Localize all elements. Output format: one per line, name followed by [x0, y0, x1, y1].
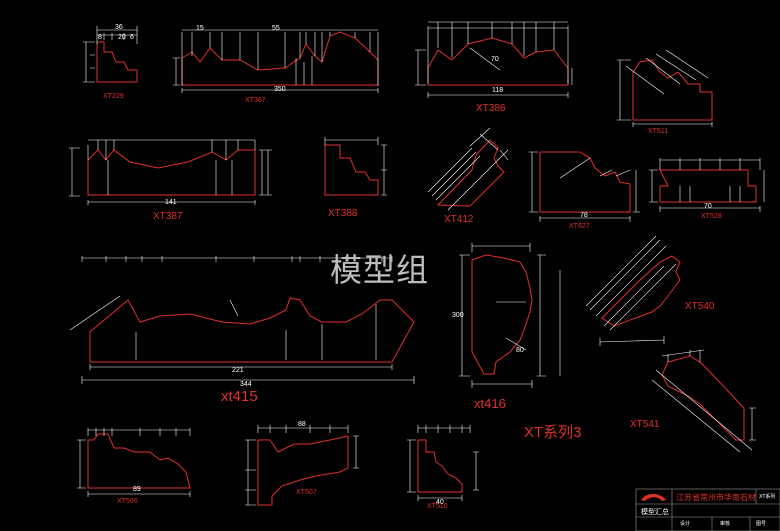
- profile-xt387: [69, 139, 272, 205]
- label-xt388: XT388: [328, 208, 358, 219]
- label-xt627: XT627: [569, 223, 590, 230]
- title-row1: 模型汇总: [641, 508, 669, 516]
- title-sheet-code: XT系列: [759, 494, 776, 500]
- dim-416-b: 80: [516, 347, 524, 354]
- label-xt386: XT386: [476, 103, 506, 114]
- title-row2-design: 设计: [680, 521, 691, 527]
- watermark: 模型组: [330, 251, 430, 289]
- label-xt511: XT511: [648, 128, 669, 135]
- dim-386-bottom: 118: [492, 87, 504, 94]
- label-xt506: XT506: [117, 498, 138, 505]
- label-xt229: XT229: [103, 93, 124, 100]
- profile-xt388: [324, 137, 387, 196]
- profile-xt627: [529, 151, 640, 222]
- label-xt412: XT412: [444, 214, 474, 225]
- label-xt367: XT367: [245, 97, 266, 104]
- profile-xt416: [459, 243, 561, 388]
- dim-367-bottom: 350: [274, 86, 286, 93]
- label-xt541: XT541: [630, 419, 660, 430]
- title-row2-review: 审核: [720, 521, 731, 527]
- profile-xt229: [83, 26, 138, 83]
- label-xt415: xt415: [221, 388, 258, 405]
- dim-229-c: 6: [130, 34, 134, 41]
- profile-xt540: [585, 235, 681, 346]
- profile-xt511: [617, 49, 713, 127]
- label-xt510: XT510: [427, 503, 448, 510]
- label-xt507: XT507: [296, 489, 317, 496]
- profile-xt506: [77, 428, 191, 497]
- dim-506-bottom: 89: [133, 486, 141, 493]
- dim-416-a: 300: [452, 312, 464, 319]
- dim-229-b: 20: [118, 34, 126, 41]
- dim-367-b: 55: [272, 25, 280, 32]
- company-logo: [641, 494, 666, 501]
- dim-528-bottom: 70: [704, 203, 712, 210]
- label-xt540: XT540: [685, 301, 715, 312]
- title-block: [635, 488, 780, 531]
- label-xt528: XT528: [701, 213, 722, 220]
- title-row2-code: 图号: [756, 521, 767, 527]
- dim-627-bottom: 78: [580, 212, 588, 219]
- dim-229-top: 36: [115, 24, 123, 31]
- dim-367-a: 15: [196, 25, 204, 32]
- profile-xt367: [173, 29, 379, 93]
- profile-xt507: [245, 425, 359, 506]
- dim-507-bottom: 88: [298, 421, 306, 428]
- dim-387-bottom: 141: [165, 199, 177, 206]
- profile-xt386: [415, 21, 573, 98]
- profile-xt510: [407, 425, 479, 501]
- label-xt387: XT387: [153, 211, 183, 222]
- dim-229-a: 8: [98, 34, 102, 41]
- dim-386-mid: 70: [491, 56, 499, 63]
- label-xt416: xt416: [474, 396, 506, 411]
- profile-xt412: [427, 127, 509, 211]
- title-company: 江苏省常州市华南石材: [676, 493, 756, 502]
- profile-xt415: [69, 256, 415, 384]
- profile-xt541: [651, 349, 756, 453]
- dim-510-bottom: 40: [436, 499, 444, 506]
- dim-415-total: 344: [240, 381, 252, 388]
- dim-415-bottom: 221: [232, 367, 244, 374]
- profile-xt528: [649, 158, 765, 212]
- series-title: XT系列3: [524, 424, 582, 441]
